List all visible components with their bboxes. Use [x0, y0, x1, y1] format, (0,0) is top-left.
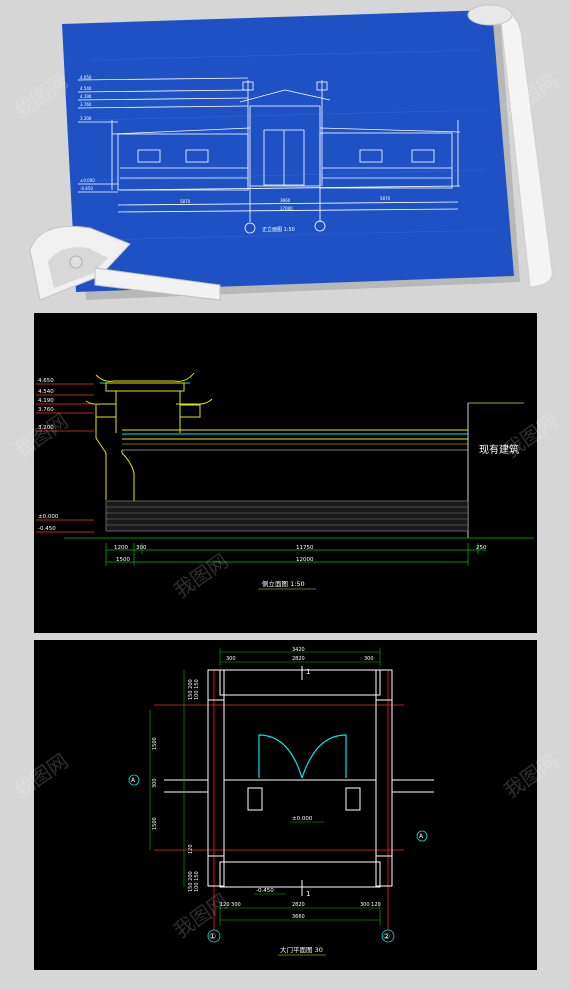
bp-level: 4.190: [80, 94, 92, 99]
axis-label-left: A: [131, 777, 136, 784]
side-level: 4.650: [38, 378, 54, 384]
plan-level-inner: ±0.000: [292, 816, 313, 822]
gate-roof: [85, 372, 213, 500]
level-marks: 4.650 4.540 4.190 3.760 3.200 ±0.000 -0.…: [36, 378, 94, 533]
axis-2: ②: [383, 932, 390, 941]
plan-caption: 大门平面图 30: [280, 945, 323, 954]
plan-left-dim: 150 200: [188, 679, 194, 700]
plan-top-dim: 3420: [292, 647, 305, 653]
plan-left-dim: 100 150: [194, 679, 200, 700]
side-level: ±0.000: [38, 514, 59, 520]
side-dim: 1500: [116, 557, 130, 563]
long-wall: [121, 402, 524, 538]
protractor-ruler: [29, 225, 221, 301]
bp-total: 17000: [280, 206, 293, 211]
plan-bottom-dim: 3660: [292, 914, 305, 920]
side-dim: 12000: [296, 557, 314, 563]
bp-level: 3.760: [80, 102, 92, 107]
axis-label-right: A: [419, 833, 424, 840]
plan-dimension-lines: [149, 648, 381, 926]
side-dim: 300: [136, 545, 147, 551]
blueprint-paper: [62, 10, 514, 292]
plan-level-marks: ±0.000 -0.450: [254, 816, 324, 895]
grid-axis-bubbles: ① ②: [207, 929, 395, 943]
plan-level-outer: -0.450: [256, 888, 274, 894]
plan-left-dim: 1500: [152, 737, 158, 750]
plan-left-dim: 300: [152, 778, 158, 788]
brick-base: [105, 500, 469, 532]
plan-left-dim: 100 150: [194, 871, 200, 892]
bp-level: ±0.000: [80, 178, 95, 183]
bp-level: 4.540: [80, 86, 92, 91]
gate-walls: [164, 669, 434, 888]
section-mark-bottom: 1: [306, 890, 310, 898]
bp-level: 4.650: [80, 75, 92, 80]
plan-bottom-dim: 300 120: [360, 902, 381, 908]
side-elevation-drawing: 4.650 4.540 4.190 3.760 3.200 ±0.000 -0.…: [36, 372, 534, 590]
front-elevation-drawing: [77, 77, 461, 234]
blueprint-illustration: 4.650 4.540 4.190 3.760 3.200 ±0.000 -0.…: [29, 4, 553, 301]
page-footer-strip: [0, 972, 570, 990]
plan-left-dim: 120: [188, 844, 194, 854]
axis-lines: [154, 670, 404, 930]
side-caption: 侧立面图 1:50: [262, 579, 305, 588]
plan-top-dim: 300: [226, 656, 236, 662]
plan-left-dims: 150 200 100 150 1500 300 1500 120 150 20…: [152, 679, 200, 892]
axis-bubble-left: A: [128, 774, 140, 786]
side-level: -0.450: [38, 526, 56, 532]
plan-top-dim: 300: [364, 656, 374, 662]
plan-left-dim: 150 200: [188, 871, 194, 892]
plan-top-dim: 2820: [292, 656, 305, 662]
side-level: 3.200: [38, 425, 54, 431]
side-dim: 250: [476, 545, 487, 551]
gate-plan-drawing: 3420 300 2820 300 150 200 100 150 1500 3…: [128, 647, 434, 956]
side-elevation-panel: 4.650 4.540 4.190 3.760 3.200 ±0.000 -0.…: [34, 313, 537, 633]
side-level: 4.190: [38, 398, 54, 404]
bp-dim: 3660: [280, 198, 291, 203]
side-dim: 11750: [296, 545, 314, 551]
side-dim: 1200: [114, 545, 128, 551]
plan-left-dim: 1500: [152, 817, 158, 830]
door-leaves: [258, 734, 347, 779]
bp-level: 3.200: [80, 116, 92, 121]
gate-plan-panel: 3420 300 2820 300 150 200 100 150 1500 3…: [34, 640, 537, 970]
blueprint-panel: 4.650 4.540 4.190 3.760 3.200 ±0.000 -0.…: [0, 0, 570, 305]
side-level: 3.760: [38, 407, 54, 413]
axis-1: ①: [209, 932, 216, 941]
axis-bubble-right: A: [416, 830, 428, 842]
plan-bottom-dim: 120 300: [220, 902, 241, 908]
bp-level: -0.450: [80, 186, 93, 191]
plan-bottom-dim: 2820: [292, 902, 305, 908]
bp-caption: 正立面图 1:50: [262, 226, 295, 233]
section-mark-top: 1: [306, 668, 310, 676]
side-level: 4.540: [38, 389, 54, 395]
blueprint-level-labels: 4.650 4.540 4.190 3.760 3.200 ±0.000 -0.…: [80, 75, 95, 191]
bp-dim: 5870: [180, 199, 191, 204]
roll-end: [467, 4, 513, 26]
section-marks: 1 1: [301, 666, 310, 898]
dimension-lines: [105, 543, 486, 566]
existing-building-label: 现有建筑: [479, 443, 519, 456]
bp-dim: 5870: [380, 196, 391, 201]
